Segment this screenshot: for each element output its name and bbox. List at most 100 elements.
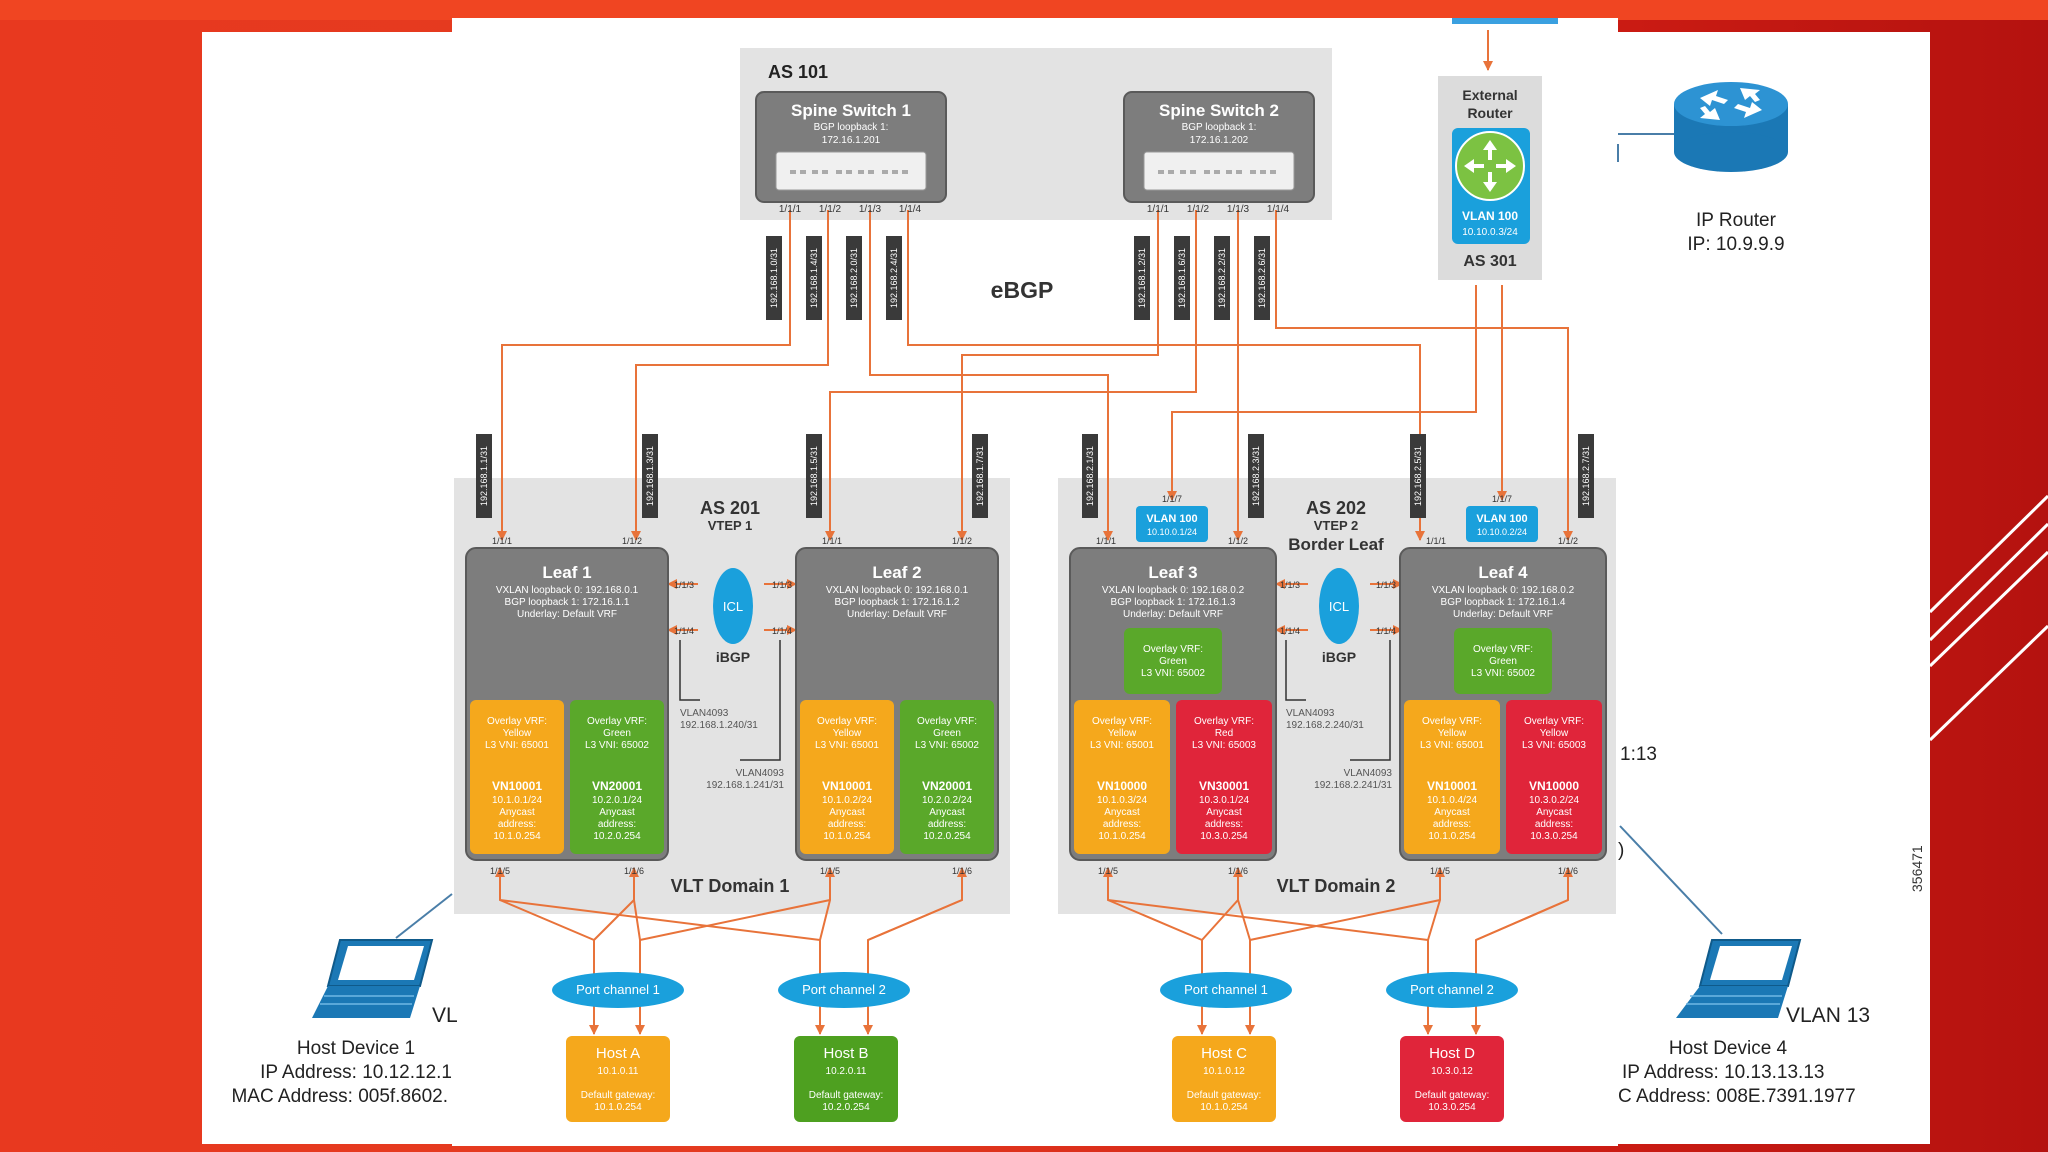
leaf-1-vrf2-a2: address: bbox=[598, 819, 636, 830]
leaf-2-vrf1-v: Yellow bbox=[833, 728, 862, 739]
leaf-4-green-t: Overlay VRF: bbox=[1473, 644, 1533, 655]
spine2-port-2: 1/1/2 bbox=[1187, 204, 1210, 215]
leaf-3-name: Leaf 3 bbox=[1148, 563, 1197, 582]
leaf-4-vrf1-net: 10.1.0.4/24 bbox=[1427, 795, 1477, 806]
spine-switch-1-name: Spine Switch 1 bbox=[791, 101, 911, 120]
spine-switch-2-line1: BGP loopback 1: bbox=[1182, 122, 1257, 133]
spine-link-label-7: 192.168.2.2/31 bbox=[1217, 248, 1227, 308]
leaf3-port-down2: 1/1/6 bbox=[1228, 866, 1248, 876]
host-c-gw1: Default gateway: bbox=[1187, 1090, 1262, 1101]
domain1-vlan-a: VLAN4093 bbox=[680, 708, 729, 719]
leaf2-port-down1: 1/1/5 bbox=[820, 866, 840, 876]
host-device-4-ip: IP Address: 10.13.13.13 bbox=[1622, 1062, 1824, 1083]
external-router-subnet: 10.10.0.3/24 bbox=[1462, 227, 1518, 238]
leaf-2-vrf2-a2: address: bbox=[928, 819, 966, 830]
leaf-4-vrf2-net: 10.3.0.2/24 bbox=[1529, 795, 1579, 806]
domain2-vlan-b: VLAN4093 bbox=[1344, 768, 1393, 779]
leaf-4-vrf1-v: Yellow bbox=[1438, 728, 1467, 739]
leaf-3-vrf1-vni: L3 VNI: 65001 bbox=[1090, 740, 1154, 751]
spine-switch-2-name: Spine Switch 2 bbox=[1159, 101, 1279, 120]
ibgp-2-label: iBGP bbox=[1322, 649, 1356, 665]
spine1-port-4: 1/1/4 bbox=[899, 204, 922, 215]
leaf4-port-up1: 1/1/1 bbox=[1426, 536, 1446, 546]
leaf3-port-icl1: 1/1/3 bbox=[1280, 580, 1300, 590]
border-vlan-4-vlan: VLAN 100 bbox=[1476, 513, 1527, 525]
leaf2-port-up1: 1/1/1 bbox=[822, 536, 842, 546]
leaf-1-l1: VXLAN loopback 0: 192.168.0.1 bbox=[496, 585, 639, 596]
host-device-4-name: Host Device 4 bbox=[1669, 1038, 1788, 1059]
slide-top-band bbox=[0, 0, 2048, 20]
leaf2-port-up2: 1/1/2 bbox=[952, 536, 972, 546]
leaf4-port-down1: 1/1/5 bbox=[1430, 866, 1450, 876]
port-channel-2b: Port channel 2 bbox=[1410, 982, 1494, 997]
spine-switch-1-line1: BGP loopback 1: bbox=[814, 122, 889, 133]
border-vlan-3: 1/1/7 VLAN 100 10.10.0.1/24 bbox=[1136, 494, 1208, 542]
host-device-1-link bbox=[395, 893, 453, 939]
leaf-1-vrf2-v: Green bbox=[603, 728, 631, 739]
leaf-1-vrf1-a1: Anycast bbox=[499, 807, 535, 818]
spine-link-label-1: 192.168.1.0/31 bbox=[769, 248, 779, 308]
leaf-2-vrf2-net: 10.2.0.2/24 bbox=[922, 795, 972, 806]
leaf-3-vrf2-t: Overlay VRF: bbox=[1194, 716, 1254, 727]
host-device-4-link bbox=[1619, 825, 1723, 935]
host-a-ip: 10.1.0.11 bbox=[598, 1066, 639, 1077]
leaf-2-vrf2-vn: VN20001 bbox=[922, 779, 972, 793]
leaf-4-vrf1-vni: L3 VNI: 65001 bbox=[1420, 740, 1484, 751]
spine-switch-1: Spine Switch 1 BGP loopback 1: 172.16.1.… bbox=[755, 91, 947, 203]
leaf-2-vrf1-a3: 10.1.0.254 bbox=[823, 831, 871, 842]
leaf-3-vrf1-vn: VN10000 bbox=[1097, 779, 1147, 793]
spine-link-label-8: 192.168.2.6/31 bbox=[1257, 248, 1267, 308]
leaf-4-green-v: Green bbox=[1489, 656, 1517, 667]
laptop-icon-4 bbox=[1676, 939, 1802, 1018]
ip-router-name: IP Router bbox=[1696, 210, 1777, 231]
ip-router-ip: IP: 10.9.9.9 bbox=[1687, 234, 1784, 255]
host-device-4-mac: C Address: 008E.7391.1977 bbox=[1618, 1086, 1856, 1107]
leaf-3-vrf1-net: 10.1.0.3/24 bbox=[1097, 795, 1147, 806]
leaf-4-vrf2-a2: address: bbox=[1535, 819, 1573, 830]
leaf-2-vrf1-t: Overlay VRF: bbox=[817, 716, 877, 727]
side-text-2: ) bbox=[1618, 840, 1624, 861]
spine2-port-4: 1/1/4 bbox=[1267, 204, 1290, 215]
leaf-4-vrf2-a1: Anycast bbox=[1536, 807, 1572, 818]
domain1-name: VLT Domain 1 bbox=[671, 876, 790, 896]
spine-switch-2: Spine Switch 2 BGP loopback 1: 172.16.1.… bbox=[1123, 91, 1315, 203]
leaf-2-vrf2-v: Green bbox=[933, 728, 961, 739]
leaf-2-l2: BGP loopback 1: 172.16.1.2 bbox=[835, 597, 960, 608]
leaf3-port-up2: 1/1/2 bbox=[1228, 536, 1248, 546]
domain1-net-a: 192.168.1.240/31 bbox=[680, 720, 758, 731]
port-channel-1b: Port channel 1 bbox=[1184, 982, 1268, 997]
leaf-1-l3: Underlay: Default VRF bbox=[517, 609, 617, 620]
host-b-gw2: 10.2.0.254 bbox=[822, 1102, 870, 1113]
leaf4-ext-port: 1/1/7 bbox=[1492, 494, 1512, 504]
leaf-1-vrf1-net: 10.1.0.1/24 bbox=[492, 795, 542, 806]
domain2-vlan-a: VLAN4093 bbox=[1286, 708, 1335, 719]
host-b-gw1: Default gateway: bbox=[809, 1090, 884, 1101]
leaf-1-vrf1-a3: 10.1.0.254 bbox=[493, 831, 541, 842]
border-vlan-3-vlan: VLAN 100 bbox=[1146, 513, 1197, 525]
leaf2-port-icl2: 1/1/4 bbox=[772, 626, 792, 636]
leaf-uplink-label-5: 192.168.2.1/31 bbox=[1085, 446, 1095, 506]
leaf1-port-icl2: 1/1/4 bbox=[674, 626, 694, 636]
leaf-4-vrf1-a3: 10.1.0.254 bbox=[1428, 831, 1476, 842]
leaf-1-vrf1-t: Overlay VRF: bbox=[487, 716, 547, 727]
spine2-port-3: 1/1/3 bbox=[1227, 204, 1250, 215]
domain2-net-a: 192.168.2.240/31 bbox=[1286, 720, 1364, 731]
leaf-2-vrf2-a3: 10.2.0.254 bbox=[923, 831, 971, 842]
leaf-2-l3: Underlay: Default VRF bbox=[847, 609, 947, 620]
leaf-3-vrf2-v: Red bbox=[1215, 728, 1233, 739]
host-a: Host A 10.1.0.11 Default gateway: 10.1.0… bbox=[566, 1036, 670, 1122]
icl-domain-1: ICL iBGP VLAN4093 192.168.1.240/31 VLAN4… bbox=[680, 568, 784, 791]
leaf-4-vrf2-t: Overlay VRF: bbox=[1524, 716, 1584, 727]
leaf-3-green-t: Overlay VRF: bbox=[1143, 644, 1203, 655]
leaf-2-vrf1-a2: address: bbox=[828, 819, 866, 830]
host-b-name: Host B bbox=[823, 1045, 868, 1062]
leaf-2-l1: VXLAN loopback 0: 192.168.0.1 bbox=[826, 585, 969, 596]
spine1-port-3: 1/1/3 bbox=[859, 204, 882, 215]
leaf2-port-icl1: 1/1/3 bbox=[772, 580, 792, 590]
leaf-2-vrf1-net: 10.1.0.2/24 bbox=[822, 795, 872, 806]
leaf4-port-down2: 1/1/6 bbox=[1558, 866, 1578, 876]
host-device-1-vlan: VL bbox=[432, 1004, 458, 1027]
leaf-4-vrf1-t: Overlay VRF: bbox=[1422, 716, 1482, 727]
leaf-3-vrf2-vni: L3 VNI: 65003 bbox=[1192, 740, 1256, 751]
leaf4-port-icl1: 1/1/3 bbox=[1376, 580, 1396, 590]
